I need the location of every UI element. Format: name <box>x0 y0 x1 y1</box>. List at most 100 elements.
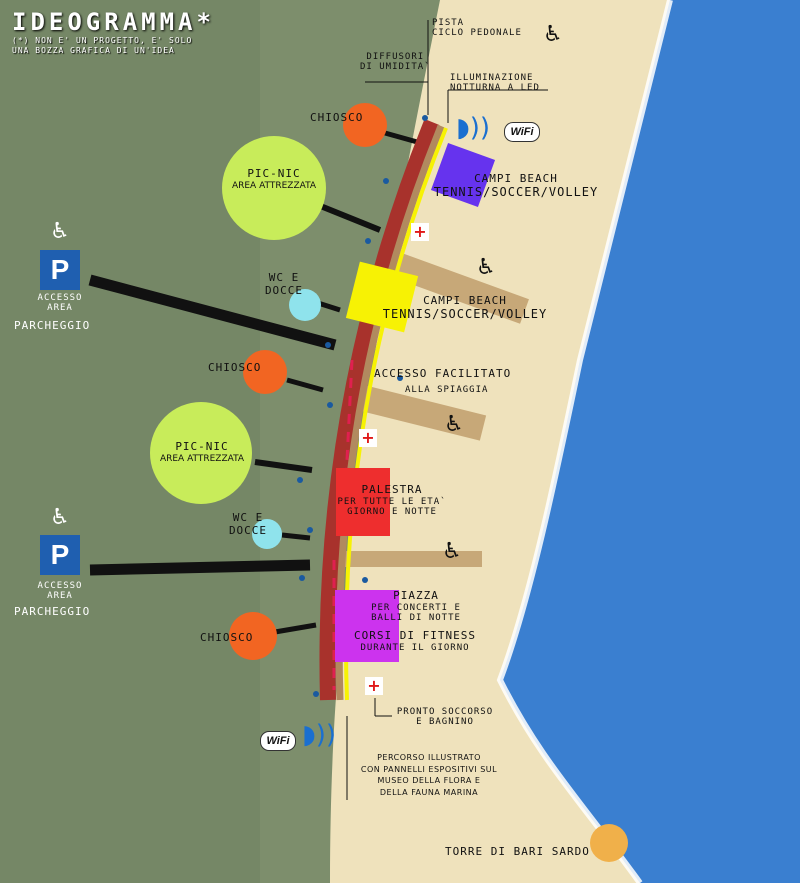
parcheggio-label-2: PARCHEGGIO <box>14 605 91 618</box>
pronto-soccorso-label: PRONTO SOCCORSO E BAGNINO <box>392 707 498 728</box>
campi-beach-block-1 <box>430 142 496 208</box>
picnic-label-1: PIC-NIC AREA ATTREZZATA <box>222 167 326 191</box>
wifi-badge: WiFi <box>504 122 540 142</box>
wheelchair-icon: ♿ <box>543 22 563 47</box>
diffuser-dot <box>365 238 371 244</box>
wc-line-2b: DOCCE <box>228 523 268 537</box>
campi-beach-title-2: CAMPI BEACH <box>423 294 507 307</box>
wifi-icon: ◗)) <box>302 720 336 750</box>
alla-spiaggia-label: ALLA SPIAGGIA <box>405 385 489 395</box>
accesso-line-2b: AREA <box>47 591 73 602</box>
palestra-label: PALESTRA PER TUTTE LE ETA` GIORNO E NOTT… <box>336 483 448 517</box>
piazza-title: PIAZZA <box>393 589 439 602</box>
pronto-line-2: E BAGNINO <box>416 717 474 728</box>
shoreline <box>496 0 673 883</box>
boardwalk-3 <box>332 551 482 567</box>
picnic-bar-2 <box>254 459 313 473</box>
page-title: IDEOGRAMMA* <box>12 8 215 36</box>
diffuser-dot <box>297 477 303 483</box>
first-aid-cross-icon: + <box>365 677 383 695</box>
diffuser-dot <box>313 691 319 697</box>
wifi-badge-bottom: WiFi <box>260 731 296 751</box>
picnic-title-2: PIC-NIC <box>175 440 229 453</box>
chiosco-label-3: CHIOSCO <box>200 631 254 644</box>
parcheggio-label-1: PARCHEGGIO <box>14 319 91 332</box>
wc-circle-2 <box>252 519 282 549</box>
diffuser-dot <box>307 527 313 533</box>
accesso-line-1a: ACCESSO <box>37 293 83 303</box>
piazza-sub-1: PER CONCERTI E <box>371 602 461 613</box>
chiosco-bar-2 <box>286 377 324 393</box>
diffuser-dot <box>327 402 333 408</box>
pista-line-1: PISTA <box>432 18 465 28</box>
palestra-sub-1: PER TUTTE LE ETA` <box>337 496 447 507</box>
wifi-icon: ◗)) <box>456 113 490 143</box>
chiosco-bar-3 <box>274 622 317 635</box>
wc-line-2a: WC E <box>232 511 264 524</box>
picnic-label-2: PIC-NIC AREA ATTREZZATA <box>150 440 254 464</box>
parking-icon: P <box>40 250 80 290</box>
subtitle-line-2: UNA BOZZA GRAFICA DI UN'IDEA <box>12 46 175 56</box>
campi-beach-title-1: CAMPI BEACH <box>474 172 558 185</box>
wc-label-2: WC E DOCCE <box>218 511 278 537</box>
accesso-area-label-2: ACCESSO AREA <box>28 581 92 602</box>
accesso-facilitato-label: ACCESSO FACILITATO <box>374 367 512 380</box>
chiosco-circle-2 <box>243 350 287 394</box>
accesso-line-2a: ACCESSO <box>37 581 83 591</box>
corsi-label: CORSI DI FITNESS DURANTE IL GIORNO <box>340 629 490 653</box>
picnic-sub-2: AREA ATTREZZATA <box>159 453 245 464</box>
percorso-line-2: CON PANNELLI ESPOSITIVI SUL <box>360 764 498 774</box>
wheelchair-icon: ♿ <box>50 219 70 244</box>
corsi-title: CORSI DI FITNESS <box>354 629 476 642</box>
palestra-block <box>336 468 390 536</box>
wc-bar-2 <box>281 532 311 541</box>
campi-beach-label-2: CAMPI BEACH TENNIS/SOCCER/VOLLEY <box>373 294 557 321</box>
torre-circle <box>590 824 628 862</box>
accesso-area-label-1: ACCESSO AREA <box>28 293 92 314</box>
chiosco-label-2: CHIOSCO <box>208 361 262 374</box>
diffusori-line-1: DIFFUSORI <box>366 52 425 62</box>
palestra-title: PALESTRA <box>361 483 423 496</box>
campi-beach-block-2 <box>345 261 419 333</box>
beach-sand <box>330 0 670 883</box>
parking-icon: P <box>40 535 80 575</box>
piazza-sub-2: BALLI DI NOTTE <box>371 612 461 623</box>
percorso-label: PERCORSO ILLUSTRATO CON PANNELLI ESPOSIT… <box>344 752 514 798</box>
pista-line-2: CICLO PEDONALE <box>432 28 522 39</box>
wheelchair-icon: ♿ <box>444 412 464 437</box>
accesso-line-1b: AREA <box>47 303 73 314</box>
torre-label: TORRE DI BARI SARDO <box>445 845 590 858</box>
pronto-line-1: PRONTO SOCCORSO <box>396 707 494 717</box>
diffuser-dot <box>397 375 403 381</box>
picnic-circle-1 <box>222 136 326 240</box>
diffuser-dot <box>299 575 305 581</box>
subtitle-line-1: (*) NON E' UN PROGETTO, E' SOLO <box>12 36 193 45</box>
first-aid-cross-icon: + <box>411 223 429 241</box>
percorso-line-4: DELLA FAUNA MARINA <box>379 787 479 797</box>
percorso-line-3: MUSEO DELLA FLORA E <box>377 776 481 786</box>
boardwalk-2 <box>353 384 487 441</box>
picnic-title-1: PIC-NIC <box>247 167 301 180</box>
corsi-sub: DURANTE IL GIORNO <box>360 642 470 653</box>
percorso-line-1: PERCORSO ILLUSTRATO <box>377 753 481 762</box>
wheelchair-icon: ♿ <box>476 255 496 280</box>
diffuser-dot <box>325 342 331 348</box>
parking-access-bar-1 <box>88 274 337 351</box>
campi-sports-2: TENNIS/SOCCER/VOLLEY <box>382 306 548 321</box>
campi-sports-1: TENNIS/SOCCER/VOLLEY <box>433 184 599 199</box>
diffuser-dot <box>362 577 368 583</box>
illuminazione-label: ILLUMINAZIONE NOTTURNA A LED <box>450 73 540 94</box>
parking-access-bar-2 <box>89 559 311 576</box>
wc-line-1b: DOCCE <box>264 283 304 297</box>
boardwalk-1 <box>379 247 529 324</box>
diffusori-line-2: DI UMIDITA` <box>360 62 431 73</box>
illuminazione-line-1: ILLUMINAZIONE <box>450 73 534 83</box>
picnic-sub-1: AREA ATTREZZATA <box>231 180 317 191</box>
piazza-block <box>335 590 399 662</box>
picnic-bar-1 <box>316 202 382 233</box>
campi-beach-label-1: CAMPI BEACH TENNIS/SOCCER/VOLLEY <box>424 172 608 199</box>
first-aid-cross-icon: + <box>359 429 377 447</box>
palestra-sub-2: GIORNO E NOTTE <box>347 506 437 517</box>
